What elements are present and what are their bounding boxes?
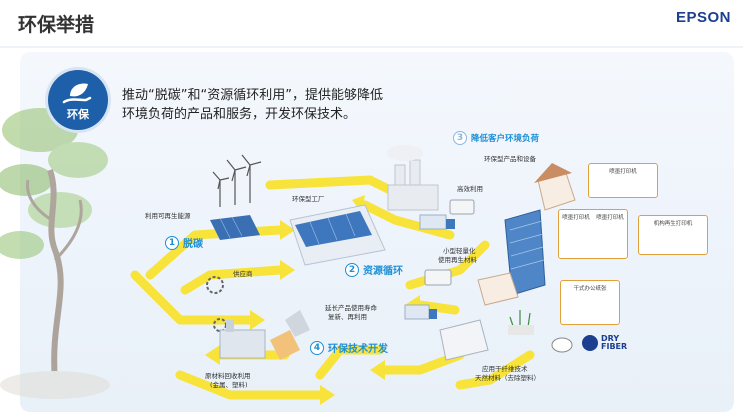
page-title: 环保举措 <box>18 14 95 36</box>
callout-card-flow-title: 喷墨打印机 <box>562 215 590 221</box>
header-divider <box>0 46 743 48</box>
label-dryfiber-2: 天然材料（去除塑料） <box>475 374 540 382</box>
dry-fiber-mark-icon <box>582 335 598 351</box>
label-raw-1: 原材料回收利用 <box>205 372 251 380</box>
label-compact-2: 使用再生材料 <box>438 256 477 264</box>
step-1-decarbonization: 1 脱碳 <box>165 235 203 250</box>
epson-logo: EPSON <box>675 9 731 26</box>
callout-card-flow-title-b: 喷墨打印机 <box>596 215 624 221</box>
label-raw-2: (金属、塑料) <box>210 381 248 389</box>
dry-fiber-text-1: DRY <box>601 334 620 343</box>
callout-card-recycle: 机构再生打印机 <box>638 215 708 255</box>
eco-cycle-diagram: 喷墨打印机 喷墨打印机 喷墨打印机 机构再生打印机 干式办公纸张 DRY FIB… <box>120 125 740 415</box>
dry-fiber-text-2: FIBER <box>601 342 628 351</box>
label-extend-1: 延长产品使用寿命 <box>325 304 377 312</box>
intro-line-1: 推动“脱碳”和“资源循环利用”，提供能够降低 <box>122 88 383 103</box>
step-1-number: 1 <box>165 235 179 250</box>
callout-card-printer: 喷墨打印机 <box>588 163 658 198</box>
label-efficient: 高效利用 <box>457 185 483 193</box>
label-dryfiber-1: 应用干纤维技术 <box>482 365 528 373</box>
eco-badge: 环保 <box>48 70 108 130</box>
intro-line-2: 环境负荷的产品和服务，开发环保技术。 <box>122 107 357 122</box>
callout-card-recycle-title: 机构再生打印机 <box>653 221 693 227</box>
label-eco-products: 环保型产品和设备 <box>484 155 536 163</box>
label-renewable: 利用可再生能源 <box>145 212 191 220</box>
callout-card-paperlab-title: 干式办公纸张 <box>573 286 607 292</box>
label-factory: 环保型工厂 <box>292 195 325 203</box>
label-extend-2: 复新、再利用 <box>328 313 367 321</box>
intro-text: 推动“脱碳”和“资源循环利用”，提供能够降低 环境负荷的产品和服务，开发环保技术… <box>122 86 482 124</box>
label-compact-1: 小型轻量化 <box>443 247 476 255</box>
step-1-label: 脱碳 <box>183 239 203 250</box>
step-3-customer-impact: 3 降低客户环境负荷 <box>453 131 539 145</box>
step-4-label: 环保技术开发 <box>328 344 388 355</box>
callout-card-flow: 喷墨打印机 喷墨打印机 <box>558 209 628 259</box>
callout-card-paperlab: 干式办公纸张 <box>560 280 620 325</box>
leaf-hand-icon <box>62 83 92 104</box>
step-3-label: 降低客户环境负荷 <box>471 134 540 144</box>
step-2-label: 资源循环 <box>363 266 403 277</box>
bonsai-tree-illustration <box>0 108 110 399</box>
step-4-number: 4 <box>310 340 324 355</box>
callout-card-printer-title: 喷墨打印机 <box>609 169 637 175</box>
badge-label: 环保 <box>67 108 89 121</box>
step-2-resource-cycle: 2 资源循环 <box>345 262 403 277</box>
step-4-eco-tech: 4 环保技术开发 <box>310 340 388 355</box>
step-2-number: 2 <box>345 262 359 277</box>
dry-fiber-logo: DRY FIBER <box>582 335 627 351</box>
label-supplier: 供应商 <box>233 270 253 278</box>
diagram-artwork <box>130 145 576 405</box>
step-3-number: 3 <box>453 131 467 145</box>
